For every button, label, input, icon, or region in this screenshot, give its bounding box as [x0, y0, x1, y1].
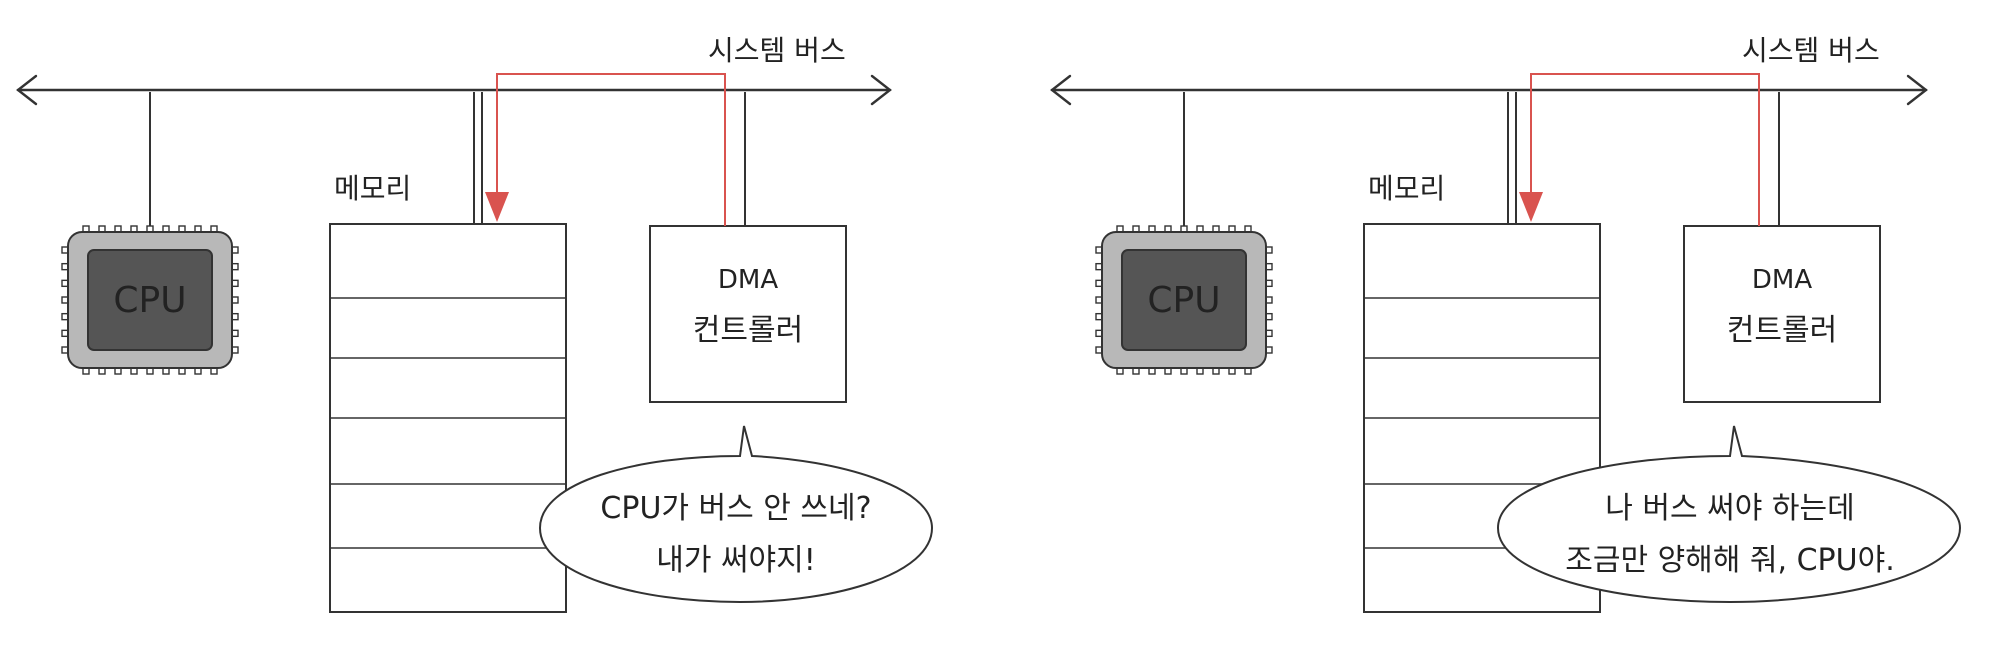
cpu-chip-icon: [61, 225, 239, 375]
dma-arrow-down-icon: [485, 192, 509, 222]
dma-label-line1: DMA: [1752, 265, 1812, 295]
panel-right: 시스템 버스 CPU 메모리 DMA 컨트롤러 나 버스 써야 하는데 조금만 …: [1050, 34, 1962, 613]
bus-arrow-right-icon: [870, 74, 892, 106]
bus-arrow-left-icon: [16, 74, 38, 106]
dma-controller-box: [649, 225, 847, 403]
dma-transfer-path: [496, 73, 726, 226]
panel-left: 시스템 버스 CPU 메모리 DMA 컨트롤러: [16, 34, 934, 613]
speech-bubble: 나 버스 써야 하는데 조금만 양해해 줘, CPU야.: [1496, 425, 1962, 604]
speech-bubble-shape: [1496, 425, 1962, 604]
memory-stack: [329, 223, 567, 613]
bus-arrow-left-icon: [1050, 74, 1072, 106]
bus-label: 시스템 버스: [708, 34, 846, 67]
dma-transfer-path: [1530, 73, 1760, 226]
cpu-label: CPU: [1147, 280, 1220, 321]
memory-label: 메모리: [334, 172, 411, 205]
bus-label: 시스템 버스: [1742, 34, 1880, 67]
speech-bubble-line2: 조금만 양해해 줘, CPU야.: [1565, 543, 1894, 578]
cpu-chip-icon: [1095, 225, 1273, 375]
system-bus: 시스템 버스: [16, 34, 892, 106]
dma-label-line2: 컨트롤러: [693, 313, 803, 348]
speech-bubble-line2: 내가 써야지!: [656, 543, 816, 578]
dma-label-line1: DMA: [718, 265, 778, 295]
cpu-label: CPU: [113, 280, 186, 321]
speech-bubble-line1: 나 버스 써야 하는데: [1605, 491, 1854, 526]
dma-controller-box: [1683, 225, 1881, 403]
cpu-die: [87, 249, 213, 351]
dma-arrow-down-icon: [1519, 192, 1543, 222]
system-bus: 시스템 버스: [1050, 34, 1928, 106]
speech-bubble: CPU가 버스 안 쓰네? 내가 써야지!: [538, 425, 934, 604]
memory-label: 메모리: [1368, 172, 1445, 205]
speech-bubble-shape: [538, 425, 934, 604]
bus-arrow-right-icon: [1906, 74, 1928, 106]
speech-bubble-line1: CPU가 버스 안 쓰네?: [600, 491, 871, 526]
cpu-die: [1121, 249, 1247, 351]
dma-label-line2: 컨트롤러: [1727, 313, 1837, 348]
